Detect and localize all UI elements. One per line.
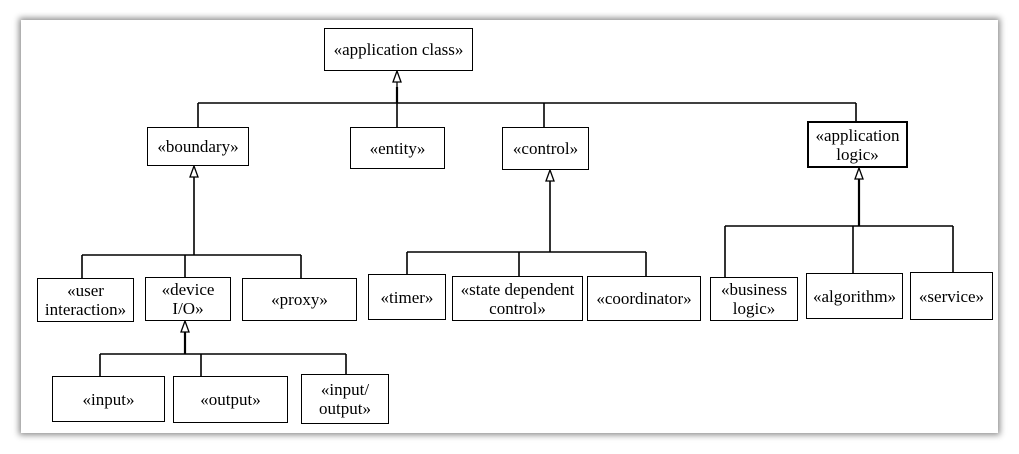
node-output: «output» bbox=[173, 376, 288, 423]
node-application-logic: «application logic» bbox=[807, 121, 908, 168]
node-label-line-2: interaction» bbox=[44, 300, 127, 319]
node-input-output: «input/ output» bbox=[301, 374, 389, 424]
node-label: «timer» bbox=[380, 287, 434, 307]
node-coordinator: «coordinator» bbox=[587, 276, 701, 321]
node-label-line-2: output» bbox=[319, 399, 371, 418]
node-label-line-1: «application bbox=[815, 125, 900, 145]
node-boundary: «boundary» bbox=[147, 127, 249, 166]
generalization-arrowhead bbox=[854, 166, 864, 180]
generalization-connectors bbox=[81, 69, 954, 376]
generalization-arrowhead bbox=[189, 164, 199, 178]
node-input: «input» bbox=[52, 376, 165, 422]
node-business-logic: «business logic» bbox=[710, 277, 798, 321]
node-label-line-1: «input/ bbox=[320, 380, 370, 399]
node-state-dependent-control: «state dependent control» bbox=[452, 276, 583, 321]
generalization-arrowhead bbox=[392, 69, 402, 83]
node-label: «boundary» bbox=[157, 137, 239, 156]
node-label-line-1: «state dependent bbox=[460, 279, 575, 299]
node-label: «input» bbox=[82, 389, 135, 409]
node-label-line-1: «business bbox=[720, 280, 788, 299]
node-label-line-2: control» bbox=[489, 298, 546, 318]
node-control: «control» bbox=[502, 127, 589, 170]
node-label: «coordinator» bbox=[596, 289, 692, 308]
generalization-arrowhead bbox=[180, 319, 190, 333]
node-proxy: «proxy» bbox=[242, 278, 357, 321]
class-hierarchy-diagram: «application class» «boundary» «entity» … bbox=[21, 20, 998, 433]
node-label-line-1: «device bbox=[161, 280, 215, 299]
node-label: «algorithm» bbox=[812, 286, 897, 306]
node-algorithm: «algorithm» bbox=[806, 273, 903, 319]
node-label: «control» bbox=[512, 139, 579, 158]
node-label-line-1: «user bbox=[67, 281, 104, 300]
node-label-line-2: I/O» bbox=[172, 299, 204, 318]
generalization-arrowhead bbox=[545, 168, 555, 182]
node-timer: «timer» bbox=[368, 274, 446, 320]
node-label: «application class» bbox=[333, 40, 464, 59]
node-application-class: «application class» bbox=[324, 28, 473, 71]
node-device-io: «device I/O» bbox=[145, 277, 231, 321]
node-label: «service» bbox=[918, 286, 985, 306]
node-user-interaction: «user interaction» bbox=[37, 278, 134, 322]
node-entity: «entity» bbox=[350, 127, 445, 169]
node-service: «service» bbox=[910, 272, 993, 320]
node-label: «output» bbox=[200, 390, 261, 409]
node-label-line-2: logic» bbox=[836, 144, 879, 164]
node-label: «proxy» bbox=[271, 290, 328, 309]
node-label: «entity» bbox=[369, 138, 426, 158]
node-label-line-2: logic» bbox=[732, 299, 776, 318]
